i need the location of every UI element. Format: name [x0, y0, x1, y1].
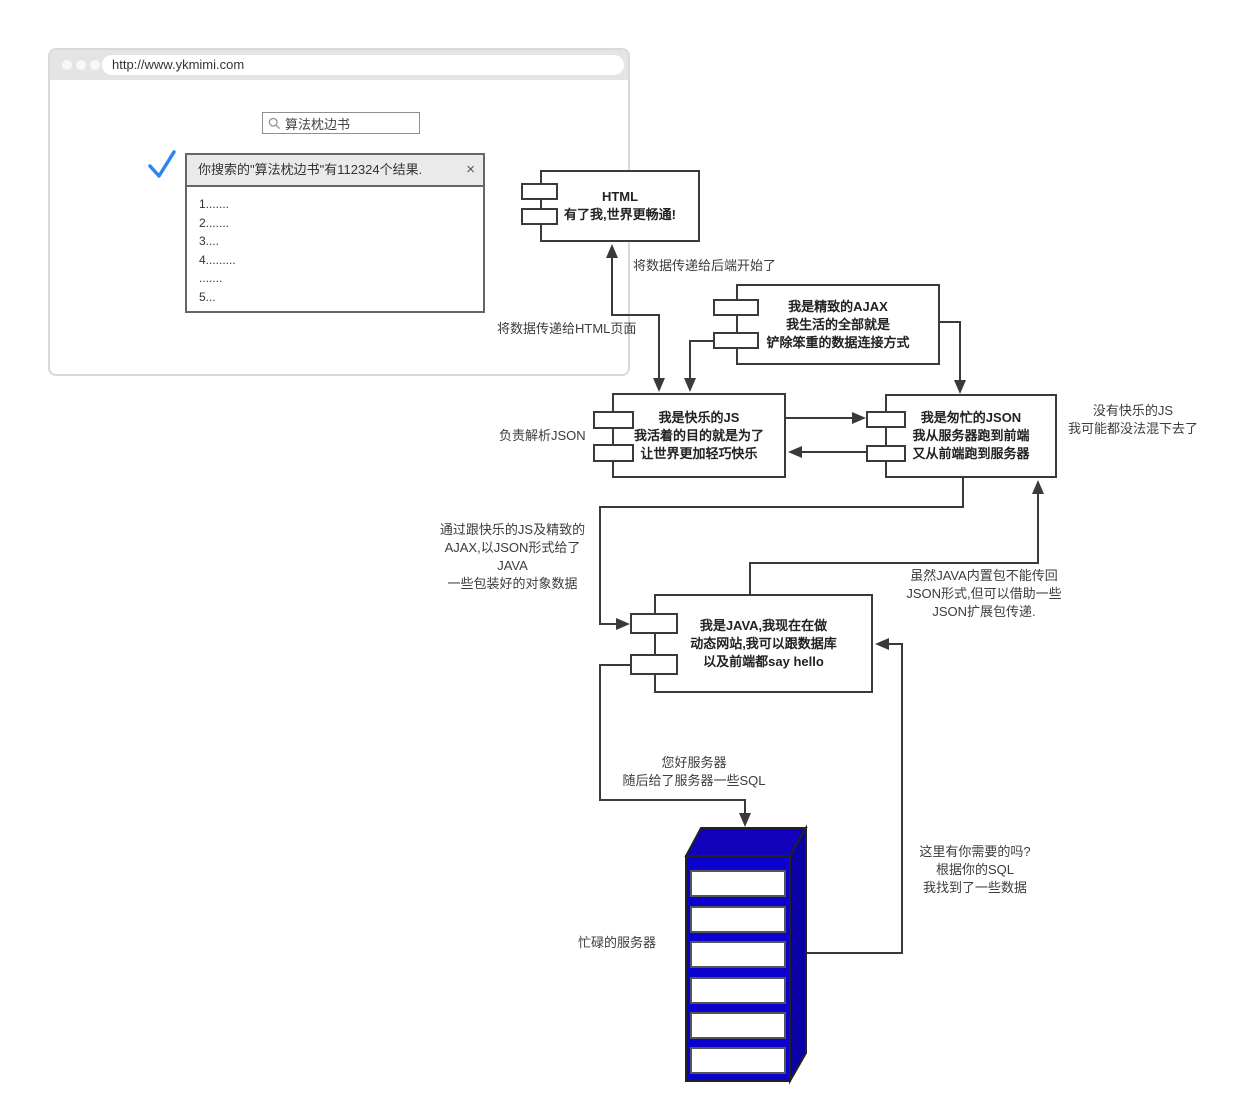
label-hello-server-line: 您好服务器 — [661, 755, 727, 770]
server-tower — [684, 824, 808, 1085]
component-tab — [630, 613, 678, 634]
component-tab — [713, 299, 759, 316]
node-java-line: 以及前端都say hello — [703, 653, 824, 669]
node-ajax-line: 铲除笨重的数据连接方式 — [766, 334, 910, 350]
label-via-json-line: AJAX,以JSON形式给了JAVA — [444, 540, 581, 573]
label-no-js-line: 没有快乐的JS — [1092, 403, 1174, 418]
node-json-line: 又从前端跑到服务器 — [912, 446, 1030, 461]
label-server-reply-line: 根据你的SQL — [935, 862, 1014, 877]
window-dot-icon — [76, 60, 86, 70]
result-item: 1....... — [199, 197, 230, 211]
node-js: 我是快乐的JS 我活着的目的就是为了 让世界更加轻巧快乐 — [612, 393, 786, 478]
address-bar[interactable]: http://www.ykmimi.com — [102, 55, 624, 75]
label-java-ext-line: JSON形式,但可以借助一些 — [906, 586, 1062, 601]
node-js-line: 我活着的目的就是为了 — [633, 427, 764, 443]
label-hello-server: 您好服务器 随后给了服务器一些SQL — [614, 754, 774, 790]
node-html-title: HTML — [601, 189, 639, 204]
node-html-text: 有了我,世界更畅通! — [564, 207, 676, 222]
search-query-text: 算法枕边书 — [285, 116, 351, 132]
server-slot — [690, 1012, 786, 1039]
search-icon — [268, 117, 281, 130]
component-tab — [521, 208, 558, 225]
browser-titlebar: http://www.ykmimi.com — [50, 50, 628, 80]
label-server-reply: 这里有你需要的吗? 根据你的SQL 我找到了一些数据 — [905, 843, 1045, 897]
window-dot-icon — [90, 60, 100, 70]
search-result-popup: 你搜索的"算法枕边书"有112324个结果. × 1....... 2.....… — [185, 153, 485, 313]
server-slot — [690, 977, 786, 1004]
label-to-html: 将数据传递给HTML页面 — [497, 321, 637, 336]
component-tab — [630, 654, 678, 675]
arrow-ajax-to-json — [940, 321, 961, 382]
label-hello-server-line: 随后给了服务器一些SQL — [622, 773, 766, 788]
server-slots — [690, 870, 786, 1074]
server-slot — [690, 870, 786, 897]
node-java: 我是JAVA,我现在在做 动态网站,我可以跟数据库 以及前端都say hello — [654, 594, 873, 693]
label-no-js: 没有快乐的JS 我可能都没法混下去了 — [1063, 402, 1203, 438]
node-json-line: 我从服务器跑到前端 — [912, 428, 1030, 443]
component-tab — [521, 183, 558, 200]
label-java-ext: 虽然JAVA内置包不能传回 JSON形式,但可以借助一些 JSON扩展包传递. — [900, 567, 1068, 621]
node-java-line: 动态网站,我可以跟数据库 — [690, 635, 837, 651]
result-item: 4......... — [199, 252, 236, 267]
result-list: 1....... 2....... 3.... 4......... .....… — [199, 195, 236, 306]
result-item: 5... — [199, 289, 216, 304]
arrow-ajax-to-js — [689, 340, 713, 380]
label-via-json-line: 通过跟快乐的JS及精致的 — [439, 522, 586, 537]
label-via-json: 通过跟快乐的JS及精致的 AJAX,以JSON形式给了JAVA 一些包装好的对象… — [430, 521, 595, 593]
result-item: ....... — [199, 271, 223, 285]
component-tab — [713, 332, 759, 349]
label-server-reply-line: 我找到了一些数据 — [922, 880, 1027, 895]
node-ajax-line: 我生活的全部就是 — [785, 316, 890, 332]
node-json-line: 我是匆忙的JSON — [920, 410, 1022, 425]
component-tab — [866, 411, 906, 428]
label-java-ext-line: 虽然JAVA内置包不能传回 — [910, 568, 1058, 583]
label-java-ext-line: JSON扩展包传递. — [932, 604, 1036, 619]
server-front-face — [685, 855, 791, 1082]
result-item: 2....... — [199, 215, 230, 230]
server-slot — [690, 906, 786, 933]
component-tab — [593, 444, 634, 462]
node-ajax-line: 我是精致的AJAX — [788, 298, 888, 314]
label-server-reply-line: 这里有你需要的吗? — [919, 844, 1031, 859]
server-slot — [690, 941, 786, 968]
server-top-face — [684, 827, 808, 857]
label-to-backend: 将数据传递给后端开始了 — [633, 258, 777, 273]
result-item: 3.... — [199, 234, 220, 248]
result-popup-header: 你搜索的"算法枕边书"有112324个结果. — [187, 155, 483, 187]
node-ajax: 我是精致的AJAX 我生活的全部就是 铲除笨重的数据连接方式 — [736, 284, 940, 365]
label-via-json-line: 一些包装好的对象数据 — [447, 576, 578, 591]
search-input[interactable]: 算法枕边书 — [262, 112, 420, 134]
node-json: 我是匆忙的JSON 我从服务器跑到前端 又从前端跑到服务器 — [885, 394, 1057, 478]
close-icon[interactable]: × — [466, 161, 475, 178]
node-js-line: 让世界更加轻巧快乐 — [640, 445, 758, 461]
label-parse-json: 负责解析JSON — [499, 428, 586, 443]
component-tab — [866, 445, 906, 462]
node-js-line: 我是快乐的JS — [658, 409, 740, 425]
server-side-face — [789, 824, 807, 1085]
server-slot — [690, 1047, 786, 1074]
label-no-js-line: 我可能都没法混下去了 — [1067, 421, 1198, 436]
node-html: HTML 有了我,世界更畅通! — [540, 170, 700, 242]
component-tab — [593, 411, 634, 429]
label-busy-server: 忙碌的服务器 — [578, 935, 657, 950]
node-java-line: 我是JAVA,我现在在做 — [699, 617, 828, 633]
window-dot-icon — [62, 60, 72, 70]
